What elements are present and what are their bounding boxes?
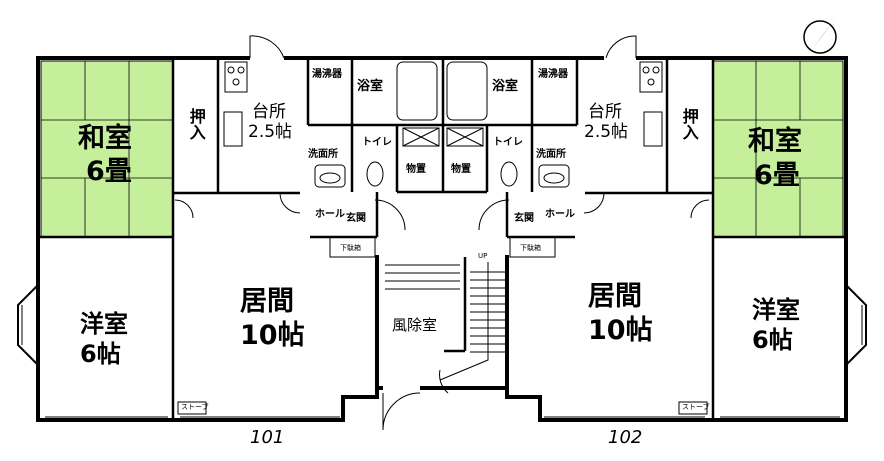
washitsu-102-size: 6畳 [754,160,800,191]
tatami-room-102 [712,60,844,238]
hall-101: ホール [315,209,345,220]
washitsu-102-name: 和室 [748,126,802,157]
getabako-101: 下駄箱 [340,244,361,252]
unit-number-102: 102 [608,427,643,448]
daidokoro-101-size: 2.5帖 [248,122,293,142]
stair-up-label: UP [478,252,488,260]
monooki-101-label: 物置 [406,164,426,175]
fuujoshitsu-label: 風除室 [392,316,438,334]
toilet-102: トイレ [493,137,523,148]
ima-101-size: 10帖 [240,320,305,351]
stove-102: ストーブ [682,403,710,411]
yoshitsu-102-name: 洋室 [752,296,800,324]
daidokoro-102-name: 台所 [588,102,622,122]
stove-101: ストーブ [181,403,209,411]
unit-number-101: 101 [250,427,285,448]
daidokoro-102-size: 2.5帖 [584,122,629,142]
monooki-102-label: 物置 [451,164,471,175]
daidokoro-101-name: 台所 [252,102,286,122]
yokushitsu-102: 浴室 [492,79,519,94]
yoshitsu-101-name: 洋室 [80,310,128,338]
washitsu-101-name: 和室 [78,123,132,154]
getabako-102: 下駄箱 [520,244,541,252]
washitsu-101-size: 6畳 [86,156,132,187]
senmenjo-102: 洗面所 [536,149,566,160]
genkan-101: 玄関 [346,213,366,224]
oshiire-102: 押入 [679,108,699,140]
fixtures [177,61,708,415]
north-arrow-icon [803,18,837,54]
yokushitsu-101: 浴室 [357,79,384,94]
ima-102-size: 10帖 [588,315,653,346]
yoshitsu-101-size: 6帖 [80,340,121,368]
kyutoki-102: 湯沸器 [538,69,568,80]
senmenjo-101: 洗面所 [308,149,338,160]
exterior-walls [36,56,848,422]
hall-102: ホール [545,209,575,220]
staircase [385,262,505,381]
oshiire-101: 押入 [186,108,206,140]
yoshitsu-102-size: 6帖 [752,326,793,354]
ima-101-name: 居間 [240,286,294,317]
ima-102-name: 居間 [588,281,642,312]
tatami-room-101 [40,60,174,238]
genkan-102: 玄関 [514,213,534,224]
doors [174,35,710,431]
kyutoki-101: 湯沸器 [312,69,342,80]
bay-windows [17,284,867,366]
toilet-101: トイレ [362,137,392,148]
